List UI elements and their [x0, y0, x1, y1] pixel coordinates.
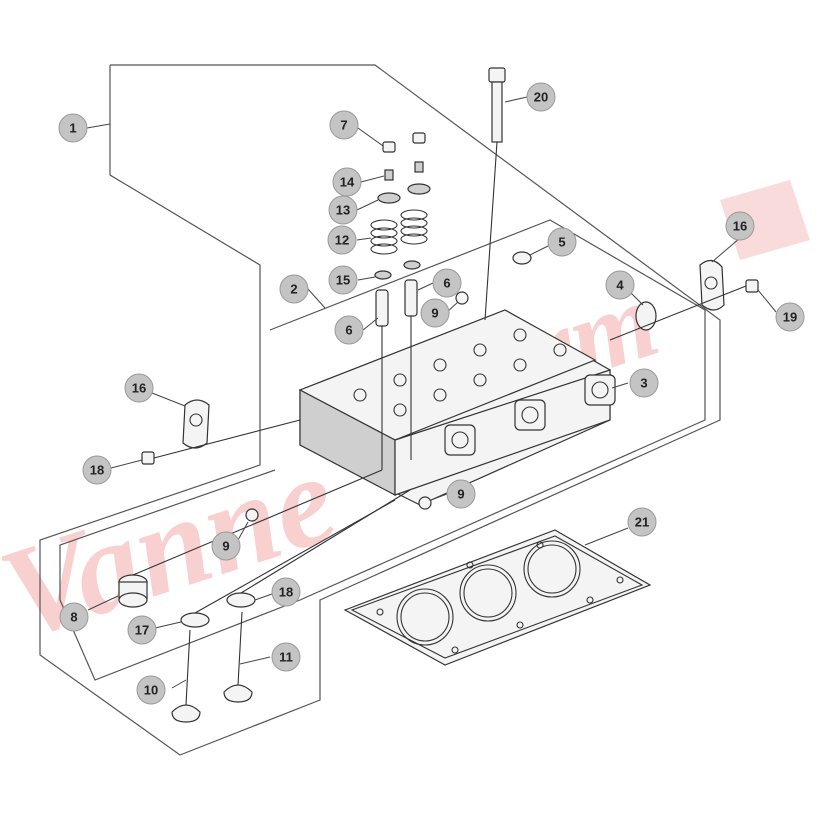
svg-text:4: 4: [616, 278, 624, 293]
group-outline-1: [39, 64, 721, 756]
svg-text:9: 9: [222, 539, 229, 554]
svg-text:7: 7: [340, 118, 347, 133]
plug-9-left: [245, 508, 259, 522]
svg-text:15: 15: [336, 273, 350, 288]
plug-9-bottom: [418, 496, 432, 510]
engine-hanger-left: [182, 399, 210, 449]
callout-11: 11: [271, 642, 301, 672]
svg-text:9: 9: [457, 487, 464, 502]
svg-text:6: 6: [345, 323, 352, 338]
svg-text:21: 21: [635, 515, 649, 530]
callout-10: 10: [136, 675, 166, 705]
plug: [512, 251, 532, 265]
valve-stack: [370, 132, 431, 470]
svg-text:6: 6: [443, 276, 450, 291]
svg-text:17: 17: [135, 623, 149, 638]
exhaust-valve: [223, 611, 253, 703]
callout-18a: 18: [82, 455, 112, 485]
callout-9a: 9: [420, 298, 450, 328]
callout-17: 17: [127, 615, 157, 645]
callout-16a: 16: [124, 373, 154, 403]
callout-3: 3: [629, 368, 659, 398]
svg-text:10: 10: [144, 683, 158, 698]
callout-12: 12: [327, 225, 357, 255]
cylinder-head: [298, 309, 616, 506]
svg-text:18: 18: [279, 585, 293, 600]
head-gasket: [343, 529, 652, 666]
svg-text:8: 8: [70, 610, 77, 625]
svg-text:2: 2: [290, 282, 297, 297]
callout-18b: 18: [271, 577, 301, 607]
svg-text:16: 16: [132, 381, 146, 396]
intake-valve: [171, 629, 201, 723]
callout-15: 15: [328, 265, 358, 295]
svg-text:20: 20: [534, 90, 548, 105]
plug-9-top: [455, 291, 469, 305]
svg-text:5: 5: [558, 235, 565, 250]
callout-8: 8: [59, 602, 89, 632]
svg-text:19: 19: [783, 310, 797, 325]
seal: [635, 301, 657, 331]
callout-6a: 6: [334, 315, 364, 345]
callout-19: 19: [775, 302, 805, 332]
callout-16b: 16: [725, 211, 755, 241]
bolt-19: [745, 279, 759, 293]
callout-6b: 6: [432, 268, 462, 298]
callout-5: 5: [547, 227, 577, 257]
callout-21: 21: [627, 507, 657, 537]
svg-text:Vanne: Vanne: [0, 426, 352, 668]
callout-13: 13: [328, 195, 358, 225]
valve-seat-18: [226, 592, 256, 608]
callout-2: 2: [279, 274, 309, 304]
callout-4: 4: [605, 270, 635, 300]
svg-text:1: 1: [69, 121, 76, 136]
callout-1: 1: [58, 113, 88, 143]
svg-text:9: 9: [431, 306, 438, 321]
callout-7: 7: [329, 110, 359, 140]
svg-text:14: 14: [340, 175, 355, 190]
bolt-18: [141, 451, 155, 465]
callout-14: 14: [332, 167, 362, 197]
svg-text:13: 13: [336, 203, 350, 218]
svg-text:18: 18: [90, 463, 104, 478]
callout-9c: 9: [211, 531, 241, 561]
svg-text:12: 12: [335, 233, 349, 248]
callout-20: 20: [526, 82, 556, 112]
svg-text:11: 11: [279, 650, 293, 665]
valve-seal: [118, 469, 383, 608]
svg-text:16: 16: [733, 219, 747, 234]
head-bolt: [484, 67, 506, 321]
group-outline-2: [59, 219, 706, 681]
callout-9b: 9: [446, 479, 476, 509]
svg-text:3: 3: [640, 376, 647, 391]
valve-seat-17: [180, 612, 210, 628]
